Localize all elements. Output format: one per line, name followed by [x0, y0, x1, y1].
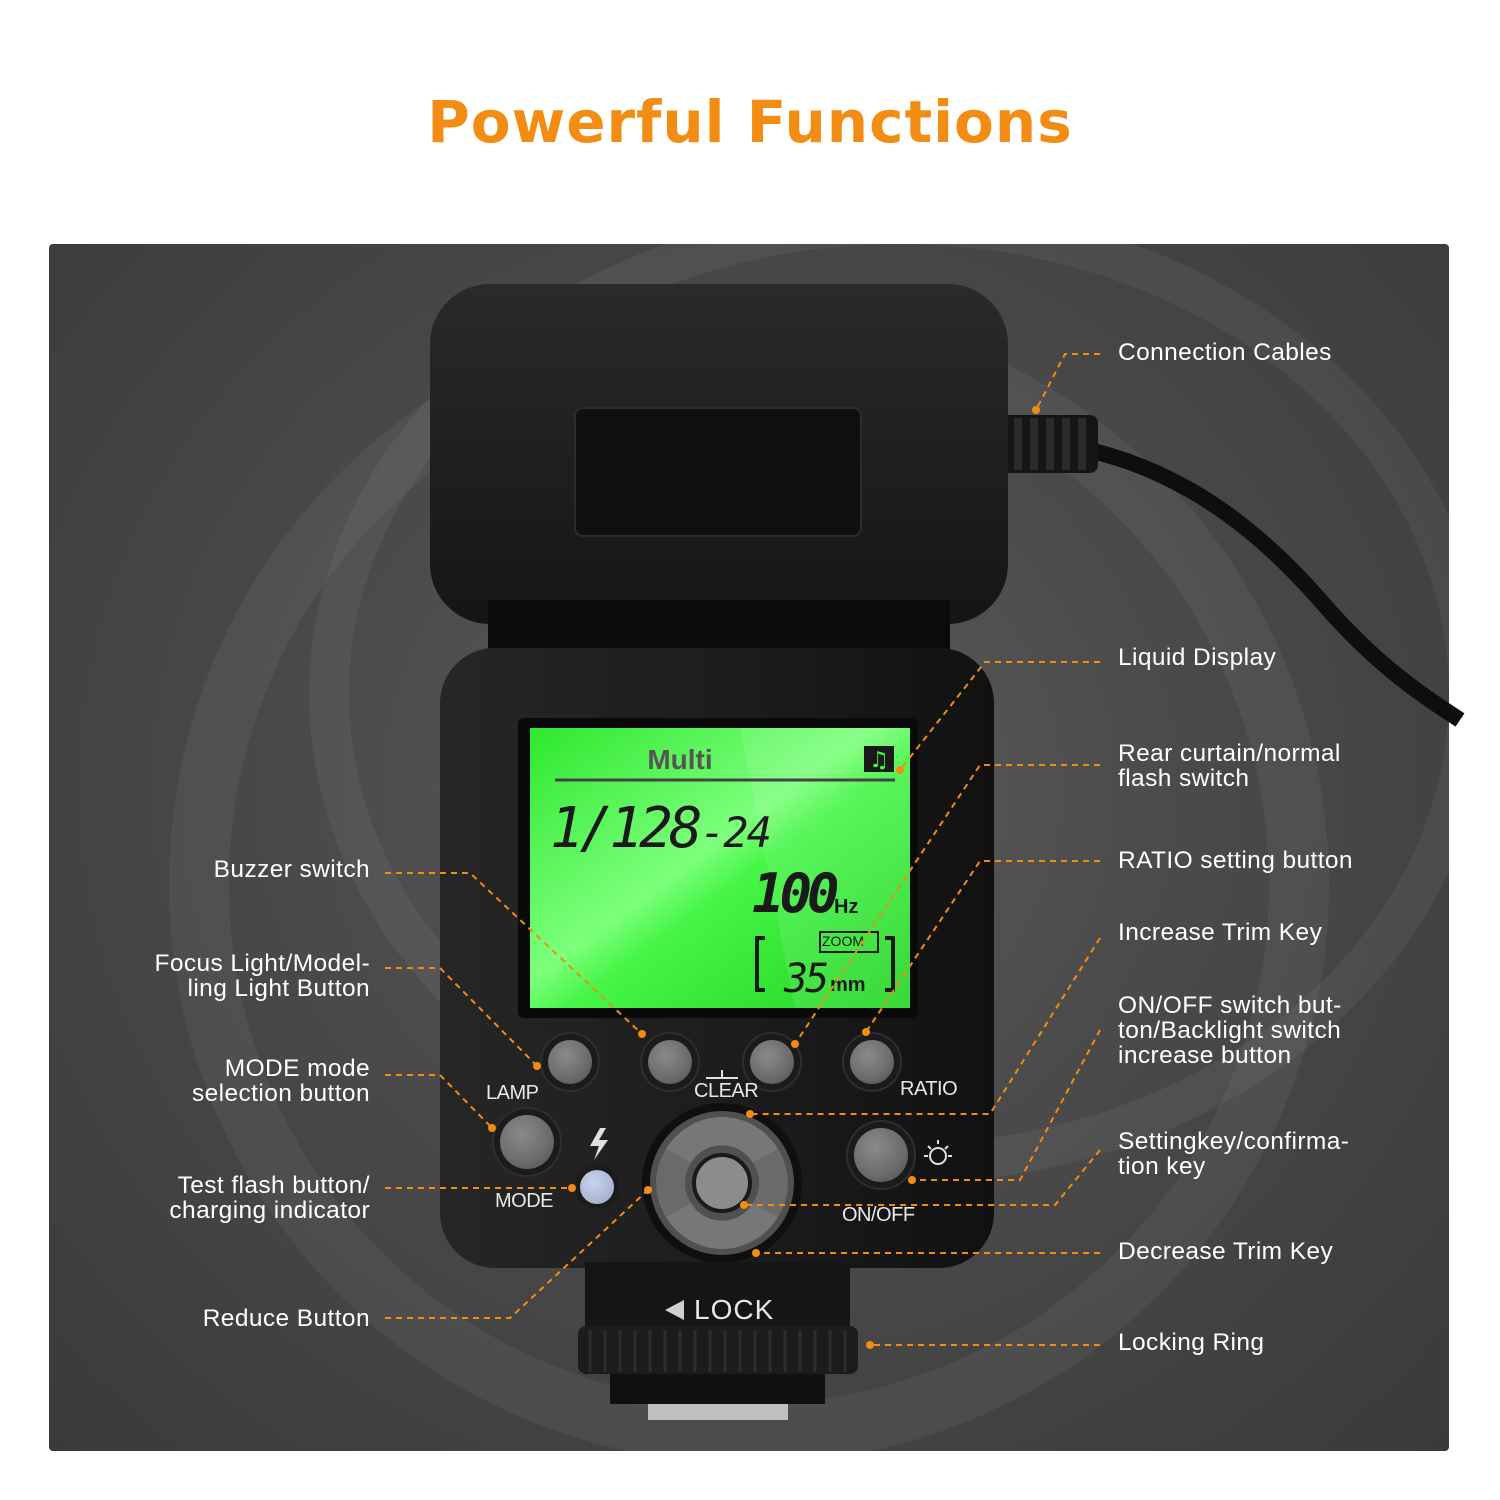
lcd-frequency: 100 — [752, 862, 840, 925]
lcd-frequency-unit: Hz — [834, 896, 859, 918]
label-increase-trim: Increase Trim Key — [1118, 919, 1323, 946]
label-connection-cables: Connection Cables — [1118, 339, 1332, 366]
rear-curtain-button[interactable] — [750, 1040, 794, 1084]
lcd-zoom-label: ZOOM — [822, 933, 864, 949]
cable-grip — [1014, 418, 1086, 470]
page-title: Powerful Functions — [427, 88, 1073, 156]
lock-label: LOCK — [694, 1294, 775, 1325]
mode-label: MODE — [495, 1190, 554, 1212]
clear-label: CLEAR — [694, 1080, 759, 1102]
label-buzzer-switch: Buzzer switch — [213, 856, 370, 883]
lock-arrow-icon — [665, 1300, 684, 1320]
label-mode-selection: MODE mode selection button — [191, 1055, 370, 1107]
backlight-icon — [924, 1140, 952, 1165]
label-onoff-switch: ON/OFF switch but- ton/Backlight switch … — [1118, 992, 1342, 1069]
onoff-label: ON/OFF — [842, 1204, 915, 1226]
label-rear-curtain: Rear curtain/normal flash switch — [1118, 740, 1341, 792]
label-ratio-setting: RATIO setting button — [1118, 847, 1353, 874]
label-decrease-trim: Decrease Trim Key — [1118, 1238, 1334, 1265]
label-test-flash: Test flash button/ charging indicator — [169, 1172, 370, 1224]
lcd-zoom-value: 35 — [784, 956, 829, 1002]
buzzer-button[interactable] — [648, 1040, 692, 1084]
ratio-label: RATIO — [900, 1078, 958, 1100]
label-focus-light: Focus Light/Model- ling Light Button — [154, 950, 370, 1002]
lcd-count: -24 — [700, 808, 772, 857]
label-reduce-button: Reduce Button — [202, 1305, 370, 1332]
mode-button[interactable] — [500, 1115, 554, 1169]
label-locking-ring: Locking Ring — [1118, 1329, 1265, 1356]
lamp-button[interactable] — [548, 1040, 592, 1084]
onoff-button[interactable] — [854, 1128, 908, 1182]
lcd-power: 1/128 — [550, 796, 703, 861]
buzzer-icon: ♫ — [869, 748, 889, 773]
lamp-label: LAMP — [486, 1082, 539, 1104]
label-setting-key: Settingkey/confirma- tion key — [1118, 1128, 1350, 1180]
flash-icon — [590, 1128, 608, 1160]
test-flash-button[interactable] — [580, 1170, 614, 1204]
label-liquid-display: Liquid Display — [1118, 644, 1277, 671]
ratio-button[interactable] — [850, 1040, 894, 1084]
lcd-mode: Multi — [647, 744, 713, 775]
